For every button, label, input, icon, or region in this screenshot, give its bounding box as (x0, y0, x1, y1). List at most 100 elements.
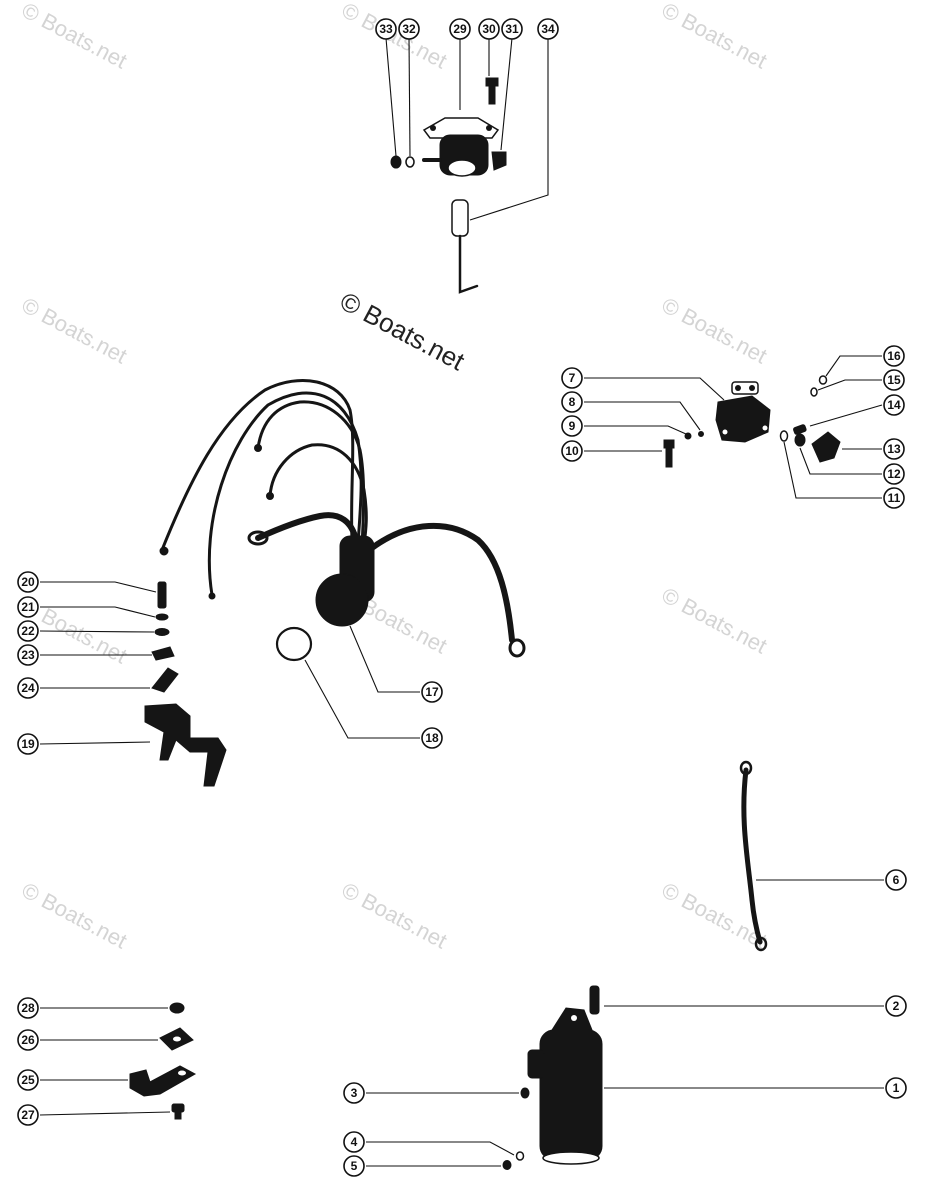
svg-text:32: 32 (402, 22, 416, 36)
svg-text:28: 28 (21, 1001, 35, 1015)
washer-32 (405, 156, 415, 168)
screw-27-shank (174, 1110, 182, 1120)
callout-34: 34 (537, 18, 559, 40)
callout-27: 27 (17, 1104, 39, 1126)
svg-text:12: 12 (887, 467, 901, 481)
callout-10: 10 (561, 440, 583, 462)
watermark: © Boats.net (18, 0, 132, 74)
svg-text:10: 10 (565, 444, 579, 458)
callout-14: 14 (883, 394, 905, 416)
leader-22 (39, 630, 155, 633)
nut-5 (502, 1160, 512, 1170)
bolt-2 (589, 985, 600, 1015)
callout-23: 23 (17, 644, 39, 666)
terminal-post (749, 385, 755, 391)
callout-2: 2 (885, 995, 907, 1017)
nut-31 (491, 151, 507, 171)
svg-text:31: 31 (505, 22, 519, 36)
nut-28 (169, 1002, 185, 1014)
svg-text:30: 30 (482, 22, 496, 36)
top-solenoid-assembly (390, 77, 507, 294)
o-ring-18 (275, 626, 313, 662)
callout-31: 31 (501, 18, 523, 40)
harness-wire (207, 391, 363, 597)
callout-30: 30 (478, 18, 500, 40)
callout-13: 13 (883, 438, 905, 460)
bracket-25 (129, 1065, 197, 1097)
leader-17 (349, 625, 420, 693)
wire-terminal (208, 592, 216, 600)
battery-cable (369, 522, 515, 643)
callout-21: 21 (17, 596, 39, 618)
relay-body (715, 395, 771, 443)
leader-4 (366, 1141, 515, 1156)
leader-27 (39, 1111, 171, 1116)
leader-20 (40, 581, 157, 593)
washer-15 (810, 387, 818, 397)
center-watermark: © Boats.net (335, 286, 470, 377)
callout-8: 8 (561, 391, 583, 413)
svg-text:20: 20 (21, 575, 35, 589)
plunger-34 (451, 199, 469, 237)
washer-16 (818, 375, 828, 385)
svg-text:25: 25 (21, 1073, 35, 1087)
relay-top-terminal (731, 381, 759, 395)
watermark: © Boats.net (658, 582, 772, 658)
callout-32: 32 (398, 18, 420, 40)
plunger-rod (458, 234, 479, 294)
svg-text:14: 14 (887, 398, 901, 412)
leader-32 (408, 37, 411, 157)
leader-14 (809, 404, 883, 427)
watermark: © Boats.net (338, 0, 452, 74)
svg-text:26: 26 (21, 1033, 35, 1047)
svg-text:13: 13 (887, 442, 901, 456)
bolt-20 (157, 581, 167, 609)
svg-text:7: 7 (569, 371, 576, 385)
cable-6-wire (741, 767, 763, 945)
harness-plug-17 (315, 573, 369, 627)
callout-3: 3 (343, 1082, 365, 1104)
callouts: 33 32 29 30 31 34 7 8 9 10 16 15 14 13 1… (17, 18, 907, 1177)
callout-6: 6 (885, 869, 907, 891)
terminal-post (735, 385, 741, 391)
svg-text:18: 18 (425, 731, 439, 745)
relay-mount-hole (722, 429, 728, 435)
callout-18: 18 (421, 727, 443, 749)
washer-8 (698, 431, 704, 437)
watermark: © Boats.net (338, 877, 452, 953)
callout-29: 29 (449, 18, 471, 40)
callout-33: 33 (375, 18, 397, 40)
svg-text:8: 8 (569, 395, 576, 409)
leader-31 (500, 37, 513, 151)
callout-4: 4 (343, 1131, 365, 1153)
nut-33 (390, 155, 402, 169)
svg-text:21: 21 (21, 600, 35, 614)
svg-text:34: 34 (541, 22, 555, 36)
leader-16 (825, 355, 882, 377)
ring-terminal (508, 638, 526, 658)
callout-15: 15 (883, 369, 905, 391)
watermark: © Boats.net (658, 0, 772, 74)
washer-21 (155, 613, 169, 621)
callout-22: 22 (17, 620, 39, 642)
harness-wire (268, 443, 368, 547)
watermark: © Boats.net (18, 292, 132, 368)
bracket-19 (144, 703, 227, 787)
svg-text:15: 15 (887, 373, 901, 387)
callout-1: 1 (885, 1077, 907, 1099)
nut-3 (520, 1087, 530, 1099)
relay-mount-hole (762, 425, 768, 431)
terminal-nut (571, 1015, 577, 1021)
callout-11: 11 (883, 487, 905, 509)
nut-12 (794, 433, 806, 447)
callout-16: 16 (883, 345, 905, 367)
ring-terminal (247, 530, 269, 546)
leader-19 (39, 741, 151, 745)
svg-text:24: 24 (21, 681, 35, 695)
callout-19: 19 (17, 733, 39, 755)
svg-text:11: 11 (888, 491, 901, 505)
svg-text:22: 22 (21, 624, 35, 638)
solenoid-end-cap (447, 159, 477, 177)
wiring-harness (159, 378, 526, 662)
